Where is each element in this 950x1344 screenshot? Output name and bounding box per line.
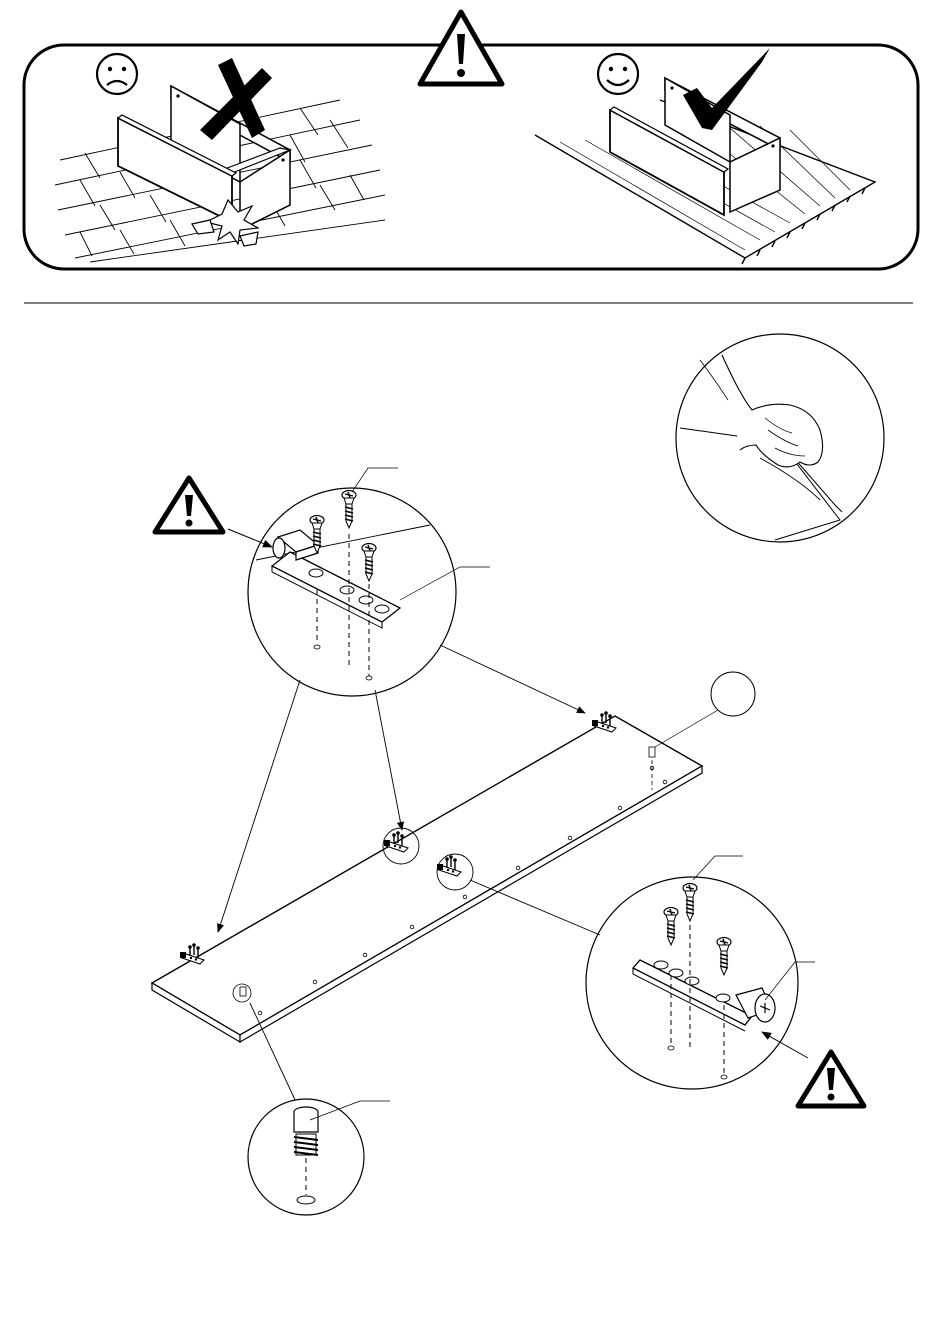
happy-face-icon (598, 54, 638, 94)
leader-line-bottom (470, 880, 600, 935)
hinge-detail-bottom (586, 856, 815, 1089)
hand-wipe-detail (676, 334, 884, 542)
dowel-detail (248, 1003, 390, 1215)
warning-triangle-icon (155, 478, 223, 532)
part-number-badge (655, 672, 755, 747)
warning-triangle-icon (798, 1052, 864, 1106)
small-dowel-left (240, 987, 246, 996)
sad-face-icon (97, 54, 137, 94)
hinge-detail-top (228, 468, 490, 696)
hinge-plate-left (180, 943, 204, 964)
